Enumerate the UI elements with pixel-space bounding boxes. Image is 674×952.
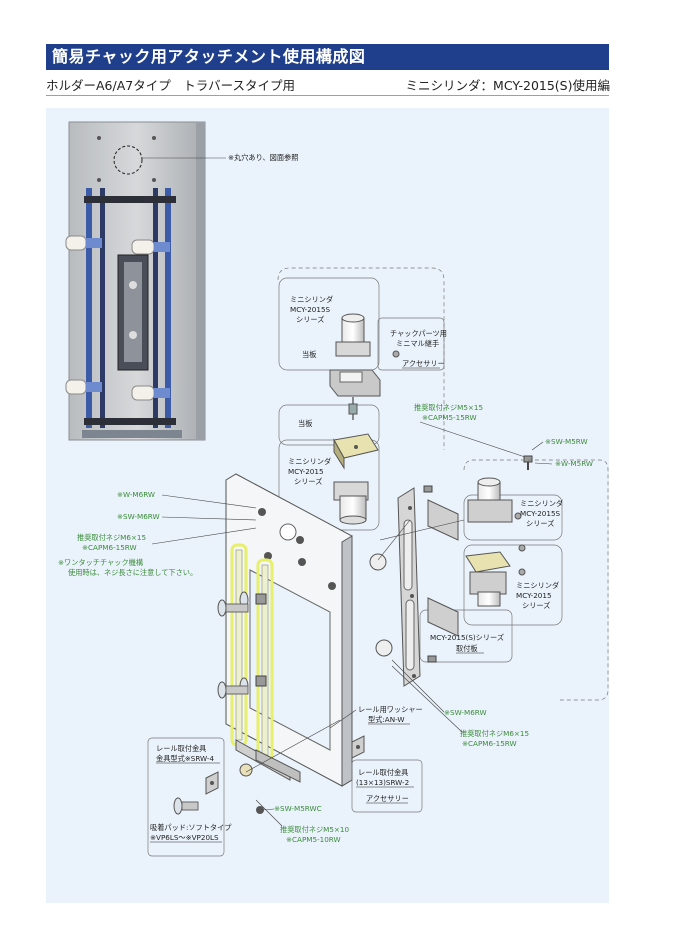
rail-bracket-right-line2: (13×13)SRW-2 [356,778,409,787]
accessory-label-2: アクセサリー [366,794,409,803]
mini-cyl-mid-line1: ミニシリンダ [288,457,331,466]
sw-m5rwc-label: ※SW-M5RWC [274,804,322,813]
mini-cylinder-right [465,544,526,607]
subtitle-cylinder-model: ミニシリンダ：MCY-2015(S)使用編 [405,78,610,93]
suction-pad-group [217,591,267,699]
mount-plate-line1: MCY-2015(S)シリーズ [430,633,504,642]
mini-cyl-mid-line3: シリーズ [294,477,322,486]
plate-label-1: 当板 [302,350,316,359]
mini-cyl-mid-line2: MCY-2015 [288,467,324,476]
suction-pad-line1: 吸着パッド:ソフトタイプ [150,823,232,832]
plate-block-1 [329,369,381,397]
suction-pad-line2: ※VP6LS～※VP20LS [150,833,219,842]
mount-plate-vertical [397,487,421,687]
subtitle-divider [46,95,609,96]
suction-pad-small [173,797,199,815]
mini-cyl-s-top-line3: シリーズ [296,315,324,324]
page-title: 簡易チャック用アタッチメント使用構成図 [46,44,609,70]
screw-m5-recommend-2: 推奨取付ネジM5×10 [280,825,349,834]
rail-bracket-left-line2: 金具型式※SRW-4 [156,754,214,763]
hole-note: ※丸穴あり、図面参照 [228,153,298,162]
rail-washer-line1: レール用ワッシャー [358,705,423,714]
accessory-label-1: アクセサリー [402,359,445,368]
mini-cylinder-s-right [467,477,522,523]
holder-photo [65,121,206,441]
mini-cyl-right-line1: ミニシリンダ [516,581,559,590]
sw-m6rw-label: ※SW-M6RW [117,512,160,521]
rail-bracket-left-line1: レール取付金具 [156,744,206,753]
mini-cyl-s-right-line2: MCY-2015S [520,509,561,518]
one-touch-note-line2: 使用時は、ネジ長さに注意して下さい。 [68,568,197,577]
chuck-joint-line1: チャックパーツ用 [390,329,447,338]
w-m6rw-label: ※W-M6RW [117,490,155,499]
rail-washer-line2: 型式:AN-W [368,715,405,724]
one-touch-note-line1: ※ワンタッチチャック機構 [58,558,143,567]
mini-cyl-s-top-line1: ミニシリンダ [290,295,333,304]
rail-bracket-right-line1: レール取付金具 [358,768,408,777]
mini-cyl-right-line2: MCY-2015 [516,591,552,600]
mini-cylinder-mid [333,481,369,525]
mini-cyl-s-right-line1: ミニシリンダ [520,499,563,508]
screw-m6-recommend-2: 推奨取付ネジM6×15 [460,729,529,738]
w-m5rw-label: ※W-M5RW [555,459,593,468]
mount-plate-line2: 取付板 [456,644,478,653]
screw-m6-part-2: ※CAPM6-15RW [462,739,517,748]
mini-cylinder-s-top [335,313,371,357]
sw-m5rw-label: ※SW-M5RW [545,437,588,446]
mini-cyl-s-right-line3: シリーズ [526,519,554,528]
subtitle-holder-type: ホルダーA6/A7タイプ トラバースタイプ用 [46,78,295,93]
plate-block-2 [333,433,379,470]
screw-m5-part-2: ※CAPM5-10RW [286,835,341,844]
plate-label-2: 当板 [298,419,312,428]
mini-cyl-s-top-line2: MCY-2015S [290,305,331,314]
chuck-joint-line2: ミニマル継手 [396,339,439,348]
screw-m6-recommend: 推奨取付ネジM6×15 [77,533,146,542]
screw-m5-part: ※CAPM5-15RW [422,413,477,422]
screw-m5-recommend: 推奨取付ネジM5×15 [414,403,483,412]
screw-m6-part: ※CAPM6-15RW [82,543,137,552]
mini-cyl-right-line3: シリーズ [522,601,550,610]
screw-m5-top [523,455,533,470]
sw-m6rw-label-2: ※SW-M6RW [444,708,487,717]
